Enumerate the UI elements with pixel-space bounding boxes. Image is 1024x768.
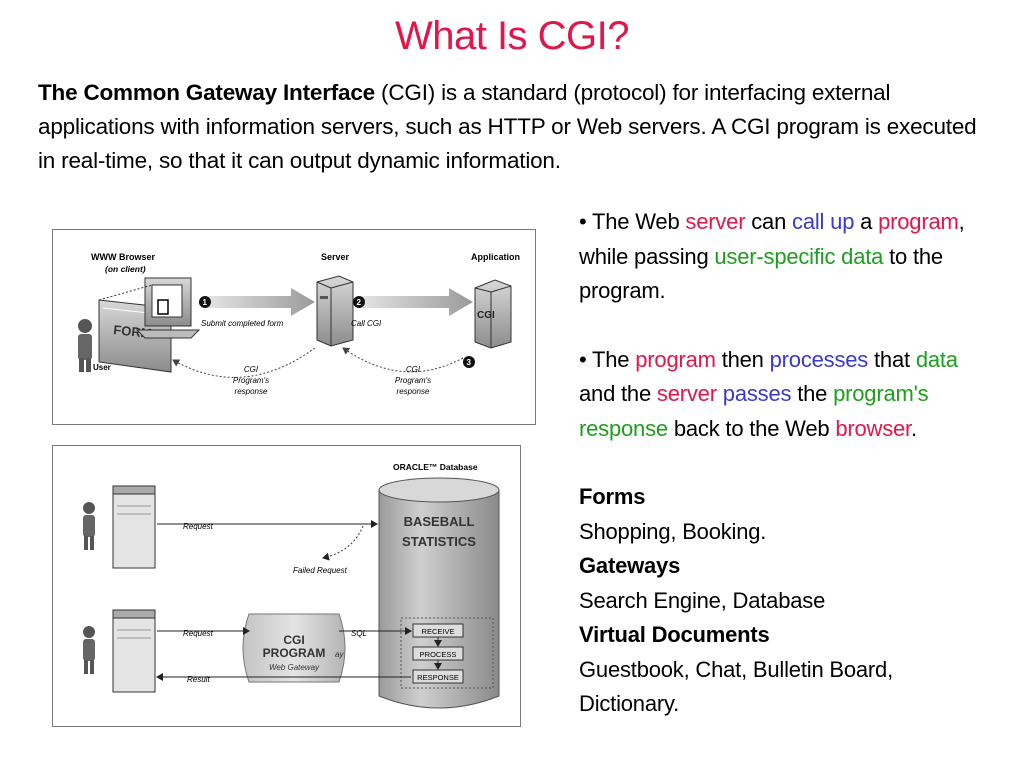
response-a-line3: response <box>235 387 268 396</box>
response-b-line2: Program's <box>395 376 431 385</box>
category-forms-text: Shopping, Booking. <box>579 518 767 544</box>
intro-text: (CGI) is a standard (protocol) for inter… <box>38 80 977 173</box>
db-title: ORACLE™ Database <box>393 462 478 472</box>
step-3-badge: 3 <box>467 358 472 367</box>
db-label-line2: STATISTICS <box>402 534 476 549</box>
call-cgi-label: Call CGI <box>351 319 382 328</box>
user-icon <box>78 319 92 372</box>
intro-term: The Common Gateway Interface <box>38 80 375 105</box>
category-virtual-documents-heading: Virtual Documents <box>579 622 770 647</box>
gateway-overflow-text: ay <box>335 650 344 659</box>
request-1-label: Request <box>183 522 214 531</box>
user-2-icon <box>83 626 95 674</box>
database-icon: BASEBALL STATISTICS <box>378 477 500 709</box>
request-2-label: Request <box>183 629 214 638</box>
response-a-line2: Program's <box>233 376 269 385</box>
category-virtual-documents-text: Guestbook, Chat, Bulletin Board, Diction… <box>579 656 894 717</box>
browser-sublabel: (on client) <box>105 264 146 274</box>
step-process: PROCESS <box>420 650 457 659</box>
cgi-box-label: CGI <box>477 310 495 321</box>
web-gateway-label: Web Gateway <box>269 663 320 672</box>
intro-paragraph: The Common Gateway Interface (CGI) is a … <box>38 76 998 178</box>
cgi-program-icon: CGI PROGRAM Web Gateway ay <box>242 613 346 683</box>
browser-label: WWW Browser <box>91 252 155 262</box>
response-arc-to-browser <box>172 347 316 378</box>
step-response: RESPONSE <box>417 673 459 682</box>
cgi-program-line2: PROGRAM <box>263 646 326 660</box>
sql-label: SQL <box>351 629 367 638</box>
cgi-program-line1: CGI <box>283 633 304 647</box>
call-cgi-arrow: 2 <box>353 288 473 316</box>
bullet-1: • The Web server can call up a program, … <box>579 209 965 303</box>
cgi-application-icon: CGI <box>474 279 512 349</box>
category-gateways-text: Search Engine, Database <box>579 587 826 613</box>
submit-arrow-label: Submit completed form <box>201 319 284 328</box>
server-label: Server <box>321 252 350 262</box>
step-receive: RECEIVE <box>422 627 455 636</box>
step-2-badge: 2 <box>357 298 362 307</box>
user-1-icon <box>83 502 95 550</box>
form-label: FORM <box>113 322 153 341</box>
slide-title: What Is CGI? <box>394 14 630 58</box>
database-gateway-diagram: ORACLE™ Database BASEBALL STATISTICS REC… <box>52 445 521 727</box>
step-response-box <box>412 669 464 684</box>
bullet-2: • The program then processes that data a… <box>579 346 958 441</box>
category-forms-heading: Forms <box>579 484 646 509</box>
step-1-badge: 1 <box>203 298 208 307</box>
db-label-line1: BASEBALL <box>404 514 475 529</box>
response-a-line1: CGI <box>244 365 259 374</box>
computer-icon <box>98 277 201 339</box>
browser-window-1-icon <box>112 485 156 569</box>
server-icon <box>316 275 354 347</box>
failed-request-label: Failed Request <box>293 566 348 575</box>
response-b-line1: CGI <box>406 365 421 374</box>
category-gateways-heading: Gateways <box>579 553 681 578</box>
application-label: Application <box>471 252 520 262</box>
submit-arrow: 1 <box>199 288 315 316</box>
cgi-flow-diagram: WWW Browser (on client) Server Applicati… <box>52 229 536 425</box>
response-b-line3: response <box>397 387 430 396</box>
result-label: Result <box>187 675 210 684</box>
user-label: User <box>93 363 111 372</box>
response-arc-to-server <box>342 347 464 373</box>
browser-window-2-icon <box>112 609 156 693</box>
process-steps: RECEIVE PROCESS RESPONSE <box>400 617 494 689</box>
failed-request-arc <box>322 525 364 561</box>
explanation-column: • The Web server can call up a program, … <box>579 205 979 722</box>
